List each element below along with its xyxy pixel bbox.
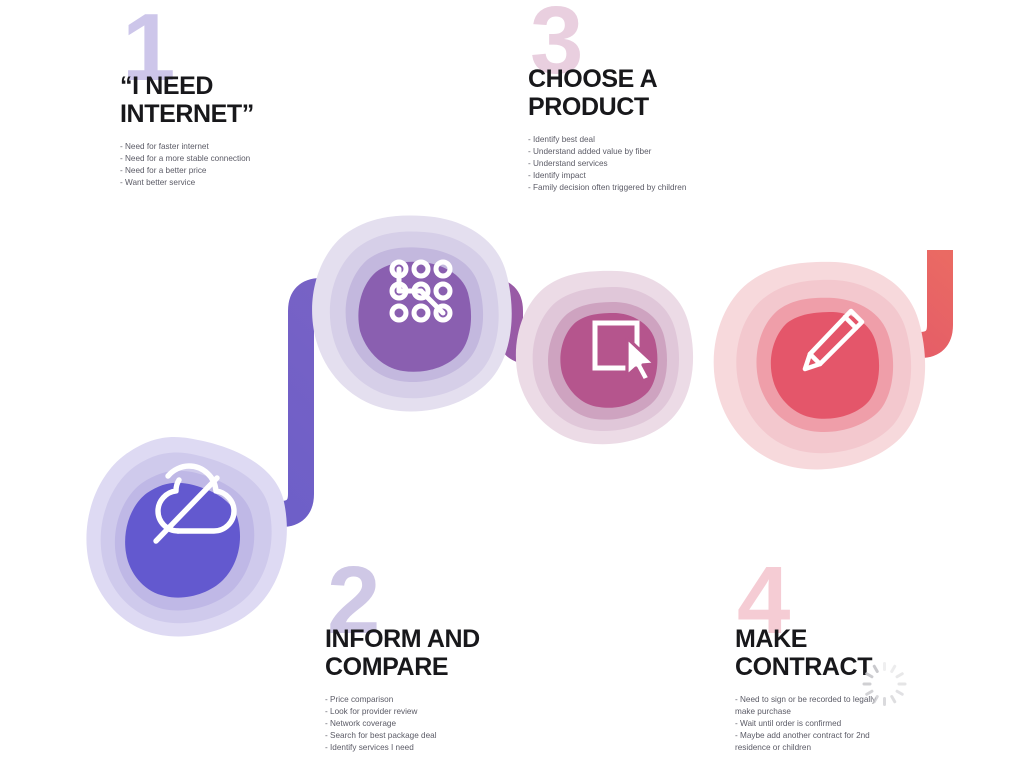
bullet-item: Maybe add another contract for 2nd resid… — [735, 730, 995, 754]
connector-1-to-2 — [183, 278, 431, 527]
node-3-halo-mid — [532, 287, 680, 432]
node-3-halo-outer — [515, 270, 694, 445]
pencil-icon — [802, 308, 865, 372]
step-block-3: 3 CHOOSE A PRODUCT Identify best deal Un… — [528, 0, 788, 193]
step-title-2: INFORM AND COMPARE — [325, 625, 480, 681]
step-bullets-4: Need to sign or be recorded to legally m… — [735, 694, 995, 753]
bullet-item: Price comparison — [325, 694, 575, 706]
node-1-halo-inner — [114, 470, 255, 611]
bullet-item: Identify services I need — [325, 742, 575, 754]
bullet-item: Need for a more stable connection — [120, 153, 370, 165]
step-bullets-2: Price comparison Look for provider revie… — [325, 694, 575, 753]
bullet-item: Need for faster internet — [120, 141, 370, 153]
step-title-3: CHOOSE A PRODUCT — [528, 65, 658, 121]
node-4-halo-inner — [756, 297, 894, 433]
step-block-4: 4 MAKE CONTRACT Need to sign or be recor… — [735, 552, 995, 753]
bullet-item: Identify impact — [528, 170, 788, 182]
journey-node-2[interactable] — [312, 215, 512, 412]
step-block-1: 1 “I NEED INTERNET” Need for faster inte… — [120, 0, 370, 189]
journey-node-1[interactable] — [86, 436, 287, 637]
bullet-item: Wait until order is confirmed — [735, 718, 995, 730]
node-1-core — [125, 482, 241, 598]
node-3-core — [560, 313, 658, 408]
connector-4-to-next — [834, 250, 953, 358]
dot-grid-icon — [389, 259, 453, 323]
node-1-halo-outer — [86, 436, 287, 637]
step-number-2: 2 — [327, 547, 380, 654]
bullet-item: Want better service — [120, 177, 370, 189]
select-click-icon — [592, 320, 657, 383]
bullet-item: Family decision often triggered by child… — [528, 182, 788, 194]
node-1-halo-mid — [100, 452, 272, 624]
node-3-halo-inner — [547, 302, 667, 420]
bullet-item: Need for a better price — [120, 165, 370, 177]
bullet-item: Identify best deal — [528, 134, 788, 146]
bullet-item: Understand added value by fiber — [528, 146, 788, 158]
connector-2-to-3 — [405, 278, 629, 364]
node-4-halo-mid — [736, 279, 912, 454]
journey-node-3[interactable] — [515, 270, 694, 445]
journey-node-4[interactable] — [713, 261, 926, 470]
bullet-item: Look for provider review — [325, 706, 575, 718]
step-title-1: “I NEED INTERNET” — [120, 72, 254, 128]
step-number-3: 3 — [530, 0, 583, 94]
node-4-core — [770, 312, 880, 419]
bullet-item: Network coverage — [325, 718, 575, 730]
step-bullets-3: Identify best deal Understand added valu… — [528, 134, 788, 193]
node-2-halo-mid — [329, 231, 499, 399]
bullet-item: Understand services — [528, 158, 788, 170]
step-title-4: MAKE CONTRACT — [735, 625, 873, 681]
bullet-item: Search for best package deal — [325, 730, 575, 742]
bullet-item: Need to sign or be recorded to legally m… — [735, 694, 995, 718]
node-2-halo-inner — [345, 247, 484, 383]
cloud-off-icon — [153, 463, 237, 544]
node-2-core — [358, 261, 472, 372]
step-number-1: 1 — [122, 0, 175, 101]
step-number-4: 4 — [737, 547, 790, 654]
node-4-halo-outer — [713, 261, 926, 470]
step-bullets-1: Need for faster internet Need for a more… — [120, 141, 370, 189]
node-2-halo-outer — [312, 215, 512, 412]
step-block-2: 2 INFORM AND COMPARE Price comparison Lo… — [325, 552, 575, 753]
